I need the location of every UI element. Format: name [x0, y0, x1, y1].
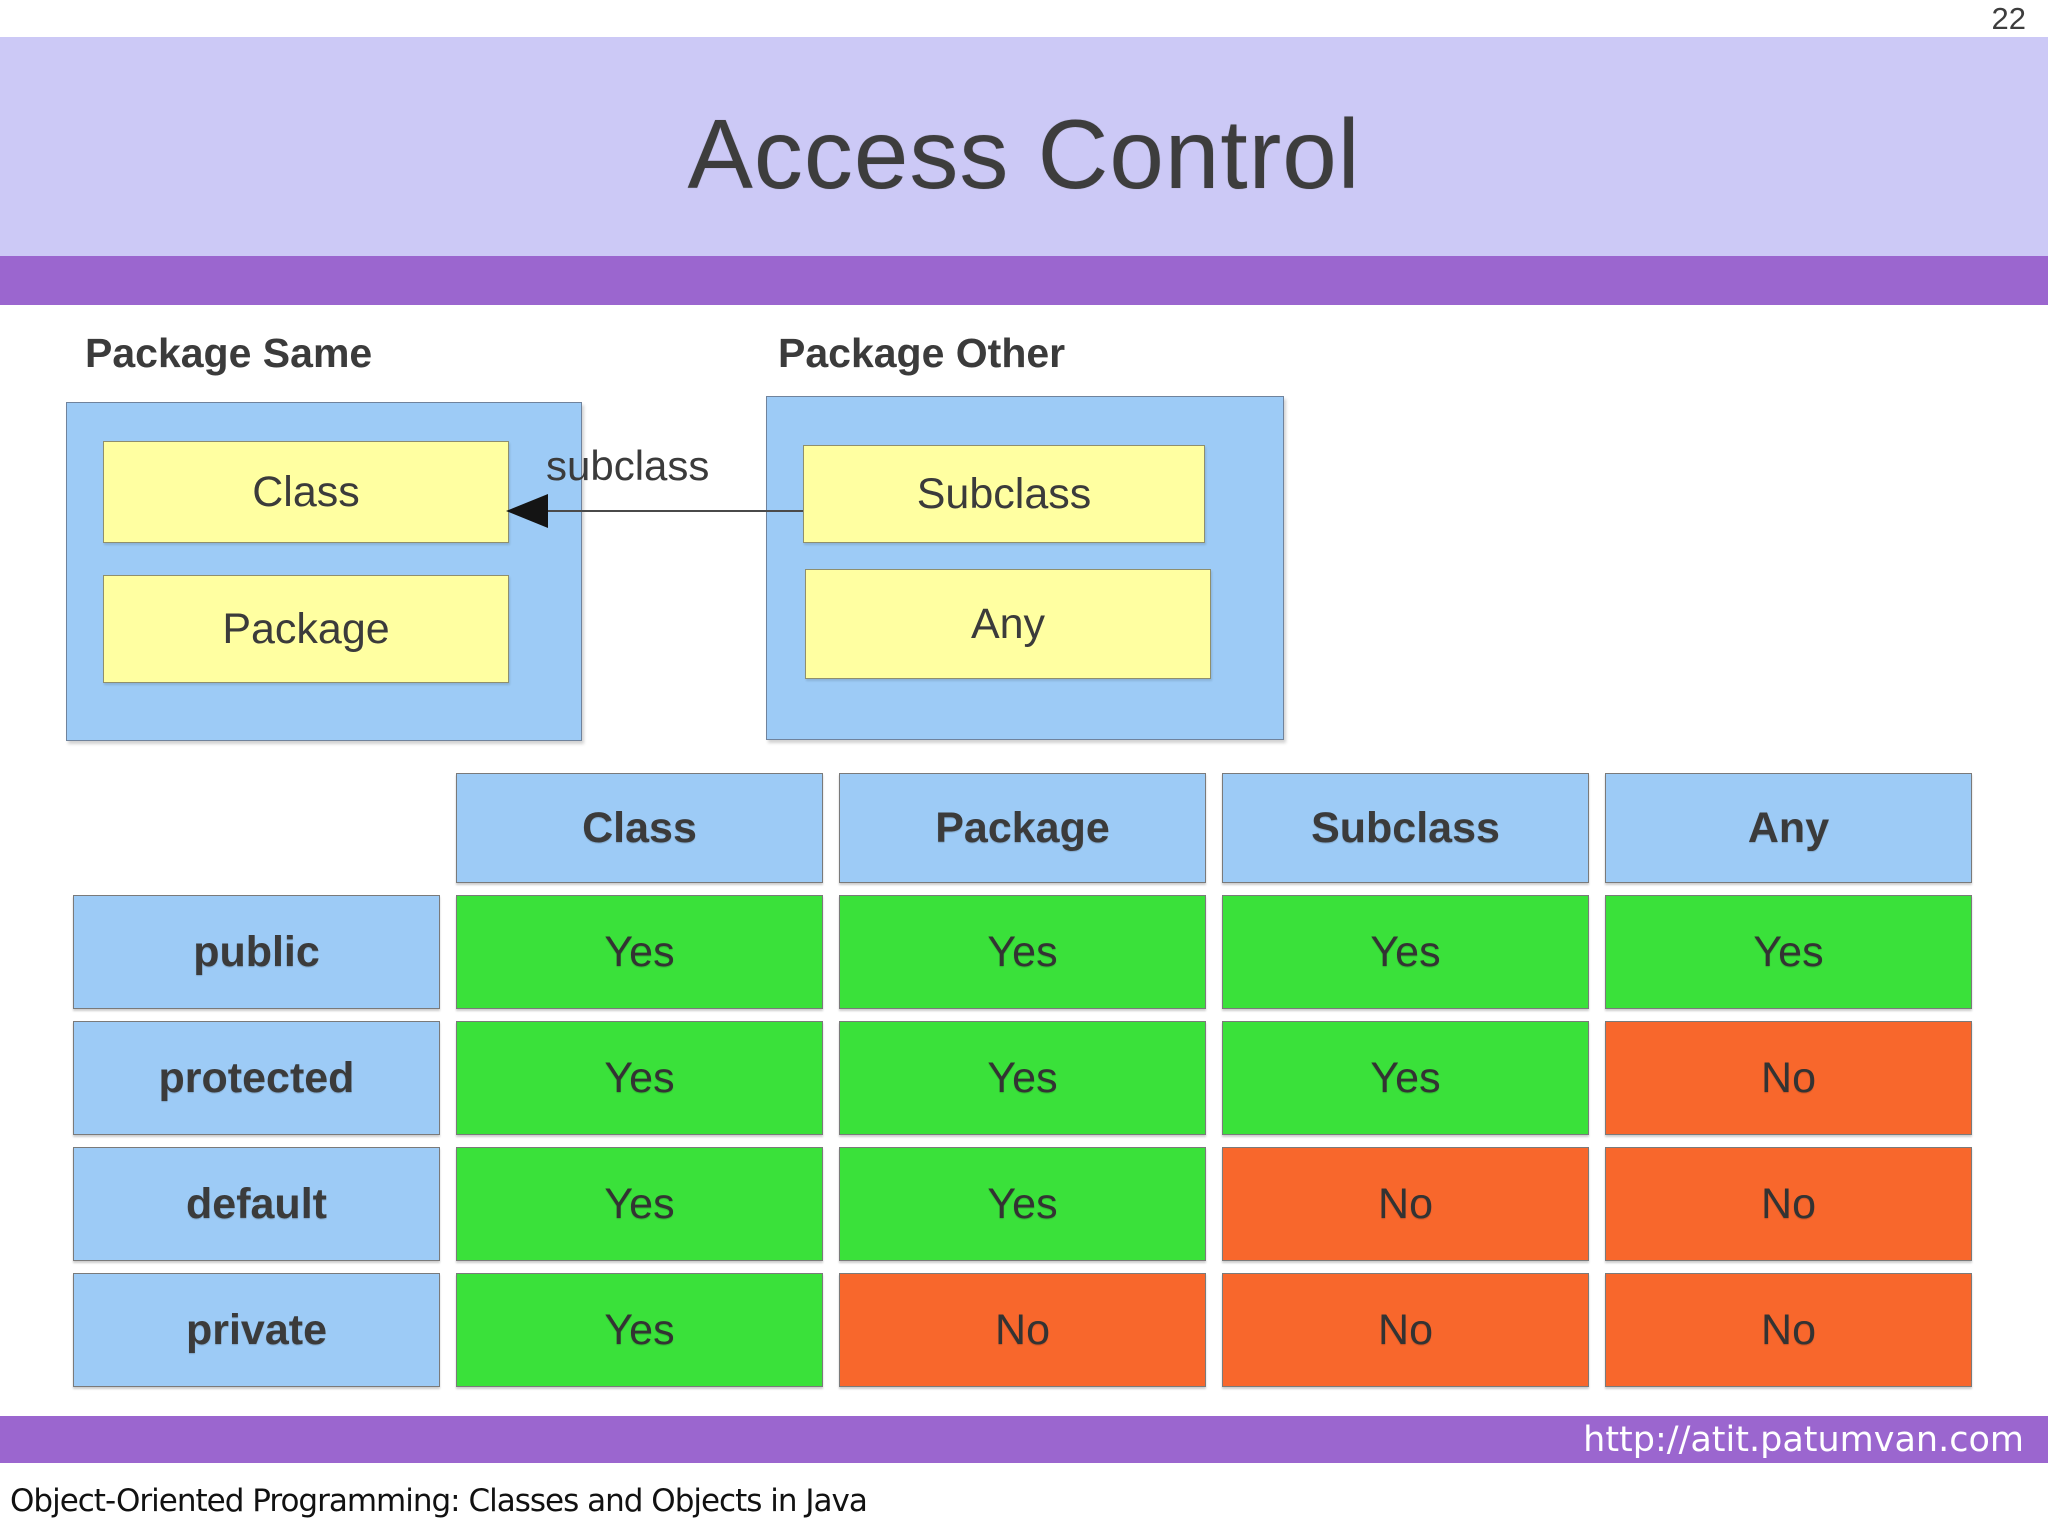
package-same-container: Class Package — [66, 402, 582, 741]
row-label-private: private — [73, 1273, 440, 1387]
table-value-cell: No — [1605, 1147, 1972, 1261]
bottom-bar: http://atit.patumvan.com — [0, 1416, 2048, 1463]
table-value-cell: Yes — [839, 1021, 1206, 1135]
site-url: http://atit.patumvan.com — [1583, 1419, 2024, 1460]
row-label-public: public — [73, 895, 440, 1009]
column-header-any: Any — [1605, 773, 1972, 883]
table-value-cell: Yes — [456, 1273, 823, 1387]
table-value-cell: No — [1605, 1273, 1972, 1387]
table-value-cell: No — [839, 1273, 1206, 1387]
table-value-cell: Yes — [839, 1147, 1206, 1261]
class-box: Class — [103, 441, 509, 543]
page-number: 22 — [1991, 1, 2026, 36]
table-value-cell: Yes — [1605, 895, 1972, 1009]
table-value-cell: Yes — [839, 895, 1206, 1009]
table-value-cell: No — [1222, 1147, 1589, 1261]
table-value-cell: Yes — [1222, 1021, 1589, 1135]
column-header-subclass: Subclass — [1222, 773, 1589, 883]
footer-text: Object-Oriented Programming: Classes and… — [10, 1483, 868, 1519]
any-box: Any — [805, 569, 1211, 679]
package-other-heading: Package Other — [778, 330, 1066, 376]
package-box: Package — [103, 575, 509, 683]
row-label-protected: protected — [73, 1021, 440, 1135]
column-header-package: Package — [839, 773, 1206, 883]
table-value-cell: Yes — [456, 1147, 823, 1261]
title-band: Access Control — [0, 37, 2048, 256]
top-strip: 22 — [0, 0, 2048, 37]
table-value-cell: No — [1605, 1021, 1972, 1135]
package-other-container: Subclass Any — [766, 396, 1284, 740]
table-value-cell: Yes — [456, 1021, 823, 1135]
table-value-cell: No — [1222, 1273, 1589, 1387]
table-value-cell: Yes — [1222, 895, 1589, 1009]
subclass-box: Subclass — [803, 445, 1205, 543]
subclass-arrow-line — [540, 510, 803, 512]
arrow-left-icon — [506, 494, 548, 528]
access-table: Class Package Subclass Any public Yes Ye… — [73, 773, 1972, 1387]
row-label-default: default — [73, 1147, 440, 1261]
accent-bar — [0, 256, 2048, 305]
package-same-heading: Package Same — [85, 330, 373, 376]
slide-title: Access Control — [687, 99, 1361, 209]
table-value-cell: Yes — [456, 895, 823, 1009]
subclass-arrow-label: subclass — [546, 442, 710, 489]
column-header-class: Class — [456, 773, 823, 883]
